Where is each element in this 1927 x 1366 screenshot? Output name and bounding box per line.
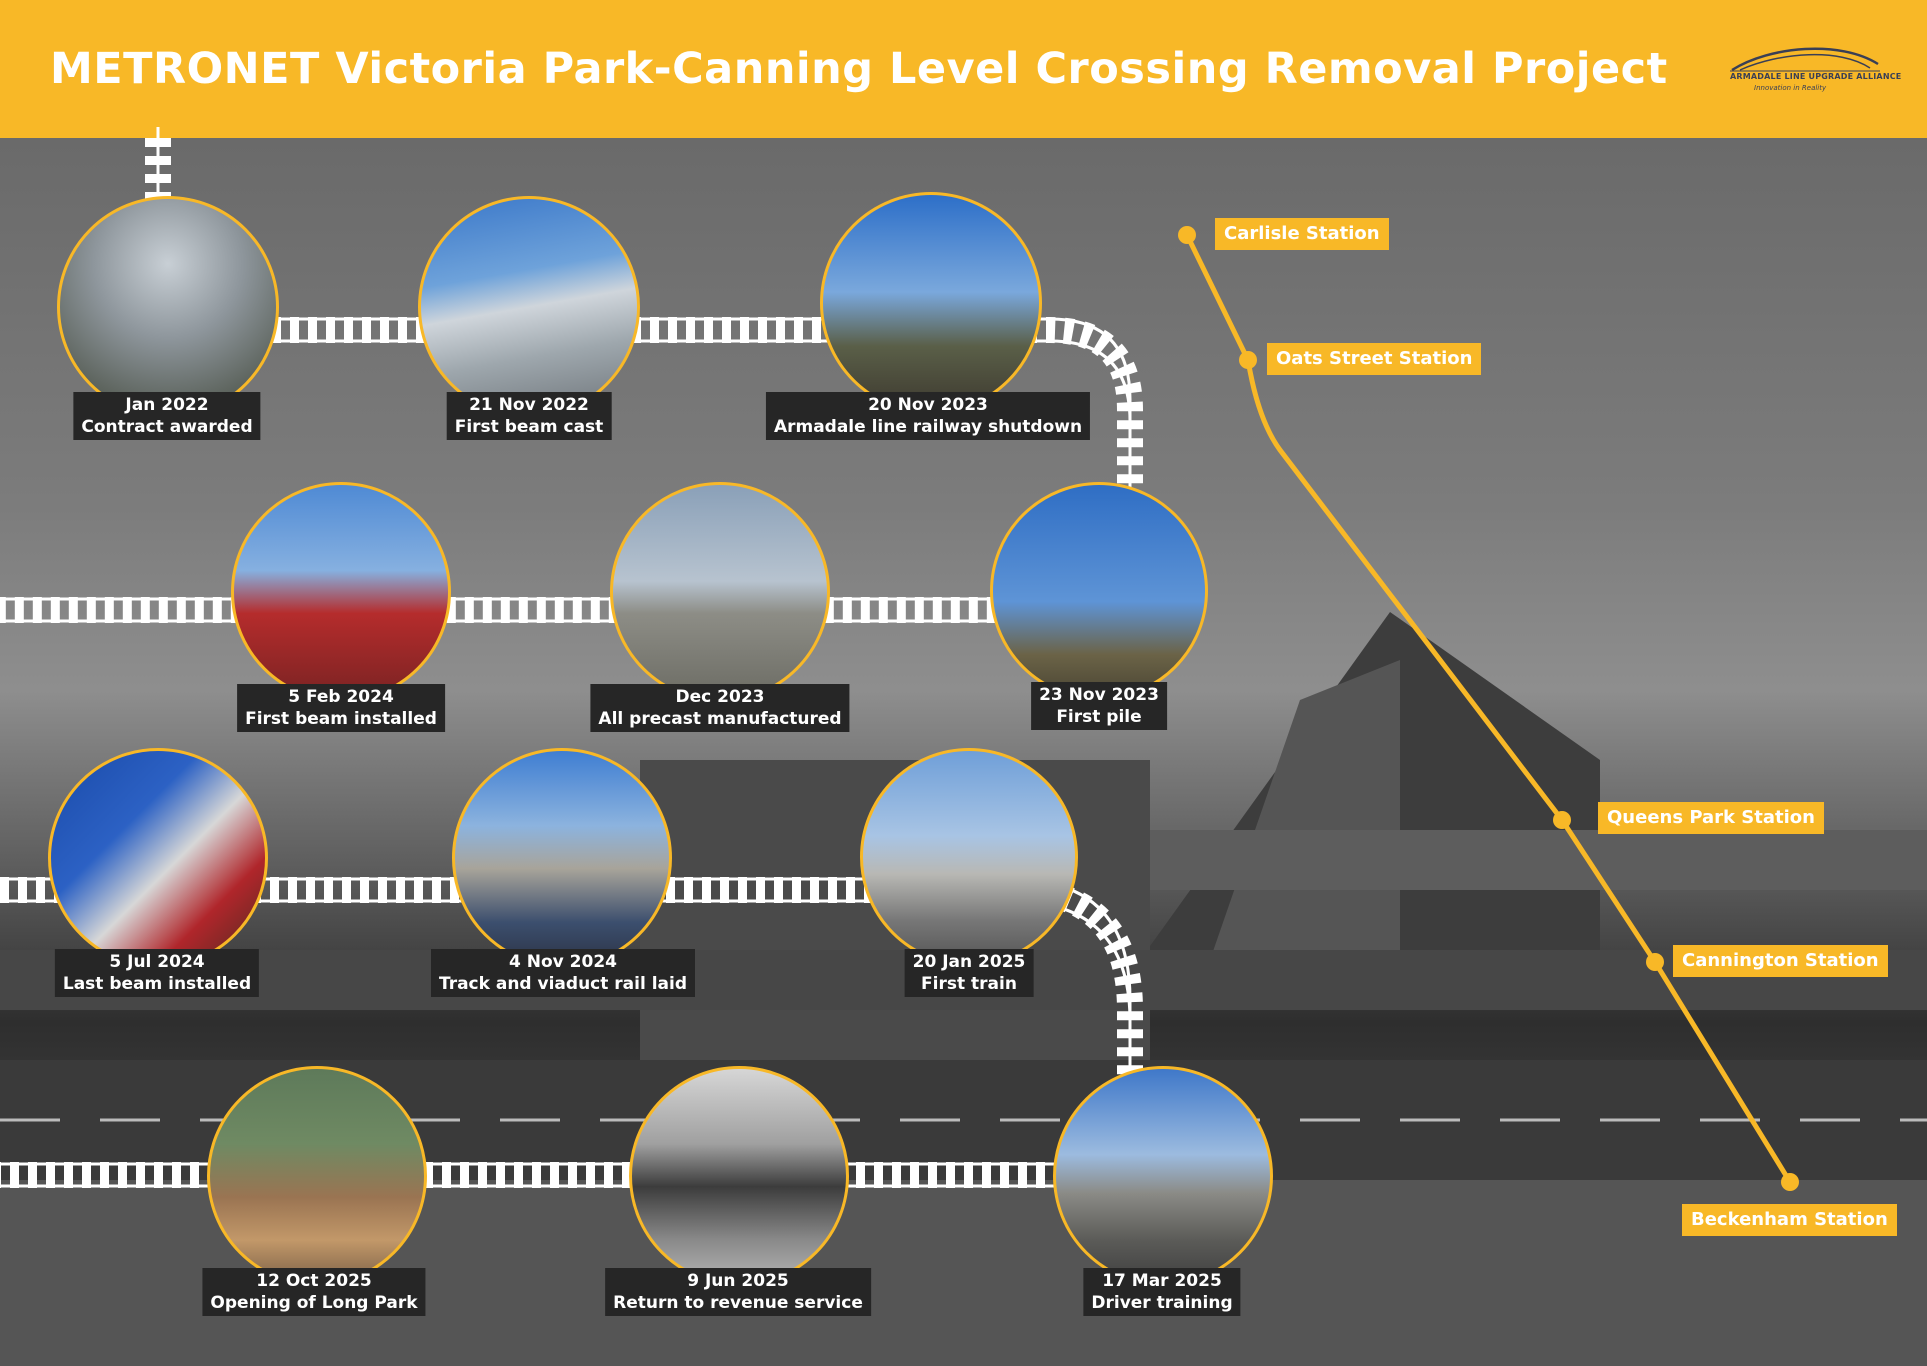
station-label-oats-street: Oats Street Station — [1267, 343, 1482, 375]
milestone-label: 5 Feb 2024 First beam installed — [237, 684, 445, 732]
header-banner: METRONET Victoria Park-Canning Level Cro… — [0, 0, 1927, 138]
milestone-label: 4 Nov 2024 Track and viaduct rail laid — [430, 949, 696, 997]
photo-driver-training — [1053, 1066, 1273, 1286]
milestone-text: All precast manufactured — [598, 709, 842, 729]
milestone-text: Track and viaduct rail laid — [438, 974, 688, 994]
photo-contract-awarded — [57, 196, 279, 418]
milestone-date: 9 Jun 2025 — [687, 1271, 789, 1291]
milestone-label: 12 Oct 2025 Opening of Long Park — [202, 1268, 426, 1316]
milestone-date: 12 Oct 2025 — [256, 1271, 372, 1291]
milestone-date: 20 Jan 2025 — [912, 952, 1026, 972]
photo-first-beam-installed — [231, 482, 451, 702]
milestone-label: 23 Nov 2023 First pile — [1031, 682, 1167, 730]
milestone-date: 5 Feb 2024 — [288, 687, 394, 707]
milestone-label: 5 Jul 2024 Last beam installed — [54, 949, 260, 997]
logo-text: ARMADALE LINE UPGRADE ALLIANCE — [1730, 72, 1902, 81]
milestone-label: 20 Jan 2025 First train — [904, 949, 1034, 997]
page-title: METRONET Victoria Park-Canning Level Cro… — [50, 44, 1668, 94]
milestone-label: Jan 2022 Contract awarded — [73, 392, 261, 440]
photo-last-beam-installed — [48, 748, 268, 968]
milestone-text: Driver training — [1091, 1293, 1233, 1313]
milestone-label: 17 Mar 2025 Driver training — [1083, 1268, 1241, 1316]
photo-first-train — [860, 748, 1078, 966]
photo-long-park — [207, 1066, 427, 1286]
station-line — [1178, 226, 1799, 1191]
photo-first-pile — [990, 482, 1208, 700]
milestone-date: Dec 2023 — [675, 687, 765, 707]
milestone-text: Opening of Long Park — [210, 1293, 418, 1313]
milestone-date: Jan 2022 — [125, 395, 209, 415]
milestone-date: 21 Nov 2022 — [469, 395, 589, 415]
milestone-text: First train — [921, 974, 1017, 994]
milestone-text: Return to revenue service — [613, 1293, 863, 1313]
milestone-text: Contract awarded — [81, 417, 253, 437]
milestone-label: 21 Nov 2022 First beam cast — [446, 392, 612, 440]
milestone-date: 4 Nov 2024 — [509, 952, 617, 972]
milestone-date: 5 Jul 2024 — [109, 952, 205, 972]
station-label-cannington: Cannington Station — [1673, 945, 1888, 977]
milestone-text: First pile — [1056, 707, 1142, 727]
photo-track-rail-laid — [452, 748, 672, 968]
logo-swoosh-icon — [1730, 47, 1880, 72]
milestone-date: 17 Mar 2025 — [1102, 1271, 1222, 1291]
station-label-beckenham: Beckenham Station — [1682, 1204, 1897, 1236]
milestone-text: First beam cast — [454, 417, 604, 437]
milestone-text: First beam installed — [245, 709, 437, 729]
milestone-label: Dec 2023 All precast manufactured — [590, 684, 850, 732]
photo-railway-shutdown — [820, 192, 1042, 414]
milestone-text: Armadale line railway shutdown — [773, 417, 1083, 437]
milestone-label: 20 Nov 2023 Armadale line railway shutdo… — [765, 392, 1091, 440]
alliance-logo: ARMADALE LINE UPGRADE ALLIANCE Innovatio… — [1730, 38, 1902, 100]
photo-precast-manufactured — [610, 482, 830, 702]
logo-tagline: Innovation in Reality — [1754, 84, 1827, 92]
milestone-date: 23 Nov 2023 — [1039, 685, 1159, 705]
milestone-date: 20 Nov 2023 — [868, 395, 988, 415]
milestone-text: Last beam installed — [62, 974, 252, 994]
station-label-carlisle: Carlisle Station — [1215, 218, 1389, 250]
station-label-queens-park: Queens Park Station — [1598, 802, 1824, 834]
photo-revenue-service — [629, 1066, 849, 1286]
milestone-label: 9 Jun 2025 Return to revenue service — [605, 1268, 871, 1316]
photo-first-beam-cast — [418, 196, 640, 418]
